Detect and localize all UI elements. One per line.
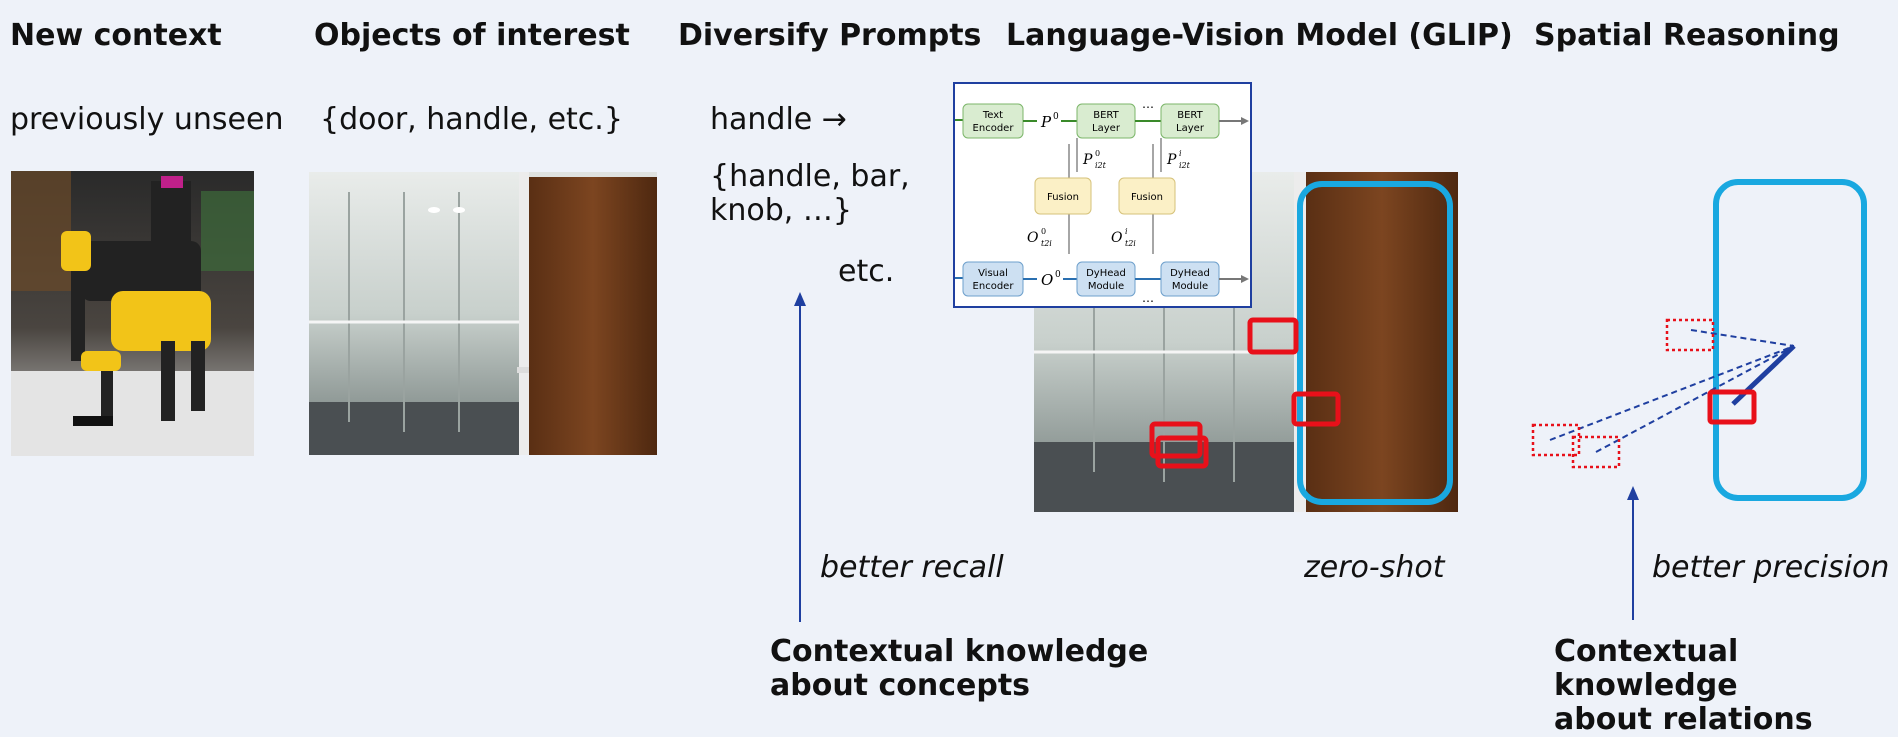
relation-line-1	[1690, 329, 1795, 347]
selected-relation-line	[1731, 344, 1796, 406]
door-bounding-box	[1297, 181, 1453, 505]
precision-arrow-head	[1627, 486, 1639, 500]
relation-line-3	[1595, 345, 1795, 453]
text-encoder-label-2: Encoder	[973, 123, 1015, 134]
recall-arrow	[794, 292, 806, 622]
p-i2t-0-sup: 0	[1095, 149, 1100, 158]
handle-detection-box-1	[1247, 317, 1299, 355]
prompt-etc: etc.	[838, 254, 895, 289]
objects-text: {door, handle, etc.}	[320, 102, 623, 137]
p-i2t-i-label: P	[1166, 152, 1177, 168]
prompt-synonym-set: {handle, bar, knob, …}	[710, 159, 910, 228]
note-relations: Contextual knowledge about relations	[1554, 634, 1813, 737]
note-zero-shot: zero-shot	[1304, 550, 1445, 585]
fusion-2-label: Fusion	[1131, 192, 1163, 203]
p-i2t-i-sup: i	[1179, 149, 1182, 158]
bert-layer-1-label-2: Layer	[1092, 123, 1121, 134]
o-t2i-i-sup: i	[1125, 227, 1128, 236]
heading-new-context: New context	[10, 18, 222, 53]
relation-line-2	[1549, 345, 1795, 441]
door-region	[1713, 179, 1867, 501]
p0-label: P	[1040, 113, 1052, 131]
o-t2i-i-sub: t2i	[1125, 239, 1136, 248]
dyhead-1-label-2: Module	[1088, 281, 1124, 292]
handle-detection-box-2	[1291, 391, 1341, 427]
bert-layer-1-label: BERT	[1093, 110, 1119, 121]
heading-diversify-prompts: Diversify Prompts	[678, 18, 982, 53]
note-concepts: Contextual knowledge about concepts	[770, 634, 1149, 703]
o-t2i-0-label: O	[1027, 230, 1039, 246]
fusion-1-label: Fusion	[1047, 192, 1079, 203]
p-i2t-i-sub: i2t	[1179, 161, 1191, 170]
office-door-photo	[309, 172, 657, 455]
bert-layer-2-label: BERT	[1177, 110, 1203, 121]
visual-encoder-label-2: Encoder	[973, 281, 1015, 292]
ellipsis-bottom: …	[1142, 291, 1154, 305]
visual-encoder-label: Visual	[978, 268, 1008, 279]
o0-sup: 0	[1055, 270, 1061, 280]
note-better-precision: better precision	[1652, 550, 1890, 585]
heading-spatial-reasoning: Spatial Reasoning	[1534, 18, 1840, 53]
ellipsis-top: …	[1142, 97, 1154, 111]
dyhead-1-label: DyHead	[1086, 268, 1126, 279]
glip-architecture-diagram: Text Encoder P 0 BERT Layer … BERT Layer…	[953, 82, 1252, 308]
chair-detection-box-2	[1155, 435, 1209, 469]
selected-handle-box	[1707, 389, 1757, 425]
fusion-1-box	[1034, 177, 1092, 215]
dyhead-2-label: DyHead	[1170, 268, 1210, 279]
new-context-text: previously unseen	[10, 102, 284, 137]
dyhead-2-label-2: Module	[1172, 281, 1208, 292]
rejected-candidate-3	[1571, 435, 1621, 469]
p-i2t-0-sub: i2t	[1095, 161, 1107, 170]
p-i2t-0-label: P	[1082, 152, 1093, 168]
note-better-recall: better recall	[820, 550, 1004, 585]
p0-sup: 0	[1053, 112, 1059, 122]
text-encoder-label: Text	[982, 110, 1003, 121]
bert-layer-2-label-2: Layer	[1176, 123, 1205, 134]
heading-objects-of-interest: Objects of interest	[314, 18, 630, 53]
prompt-handle-arrow: handle →	[710, 102, 847, 137]
o-t2i-0-sub: t2i	[1041, 239, 1052, 248]
fusion-2-box	[1118, 177, 1176, 215]
rejected-candidate-2	[1531, 423, 1581, 457]
robot-photo	[11, 171, 254, 456]
o0-label: O	[1041, 271, 1053, 289]
rejected-candidate-1	[1665, 318, 1715, 352]
o-t2i-0-sup: 0	[1041, 227, 1046, 236]
heading-glip: Language-Vision Model (GLIP)	[1006, 18, 1513, 53]
o-t2i-i-label: O	[1111, 230, 1123, 246]
